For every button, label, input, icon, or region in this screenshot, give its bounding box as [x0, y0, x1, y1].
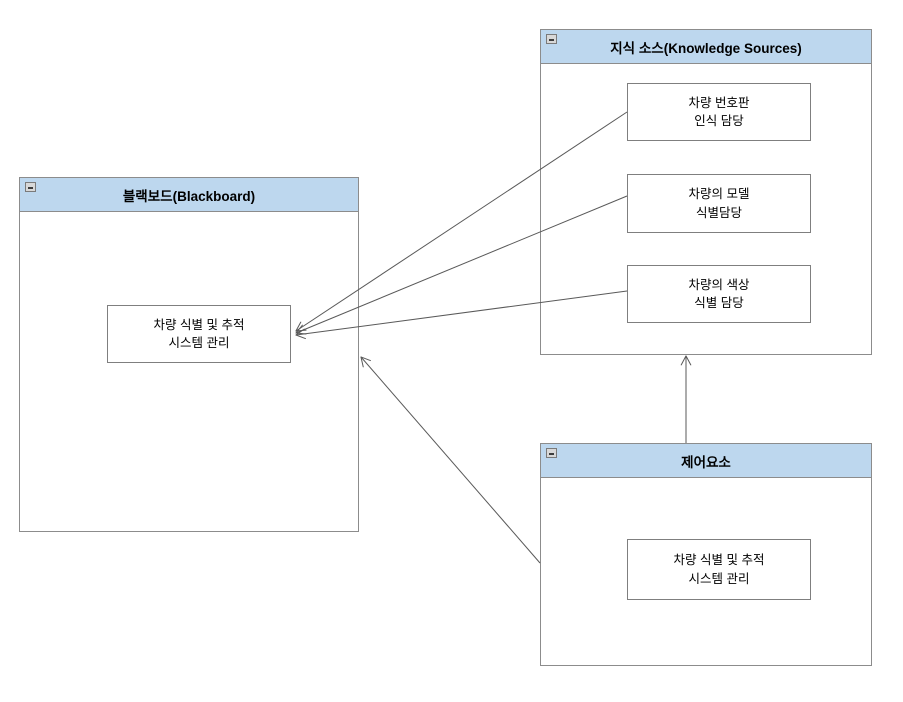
node-license-plate-ks[interactable]: 차량 번호판 인식 담당: [627, 83, 811, 141]
minimize-icon[interactable]: [25, 182, 36, 192]
node-blackboard-manager-label: 차량 식별 및 추적 시스템 관리: [153, 317, 245, 350]
panel-control-component-titlebar: 제어요소: [541, 444, 871, 478]
node-blackboard-manager[interactable]: 차량 식별 및 추적 시스템 관리: [107, 305, 291, 363]
panel-knowledge-sources-titlebar: 지식 소스(Knowledge Sources): [541, 30, 871, 64]
node-model-ks-label: 차량의 모델 식별담당: [688, 187, 750, 220]
connector-control-to-blackboard: [360, 356, 541, 564]
node-license-plate-ks-label: 차량 번호판 인식 담당: [688, 95, 750, 128]
minimize-icon[interactable]: [546, 34, 557, 44]
node-color-ks-label: 차량의 색상 식별 담당: [688, 277, 750, 310]
panel-knowledge-sources-title: 지식 소스(Knowledge Sources): [610, 40, 802, 56]
panel-control-component-title: 제어요소: [681, 454, 731, 470]
node-control-manager-label: 차량 식별 및 추적 시스템 관리: [673, 553, 765, 586]
minimize-icon[interactable]: [546, 448, 557, 458]
node-model-ks[interactable]: 차량의 모델 식별담당: [627, 174, 811, 233]
panel-blackboard-body: [20, 212, 358, 531]
panel-blackboard-titlebar: 블랙보드(Blackboard): [20, 178, 358, 212]
node-color-ks[interactable]: 차량의 색상 식별 담당: [627, 265, 811, 323]
node-control-manager[interactable]: 차량 식별 및 추적 시스템 관리: [627, 539, 811, 600]
panel-blackboard-title: 블랙보드(Blackboard): [122, 188, 256, 204]
